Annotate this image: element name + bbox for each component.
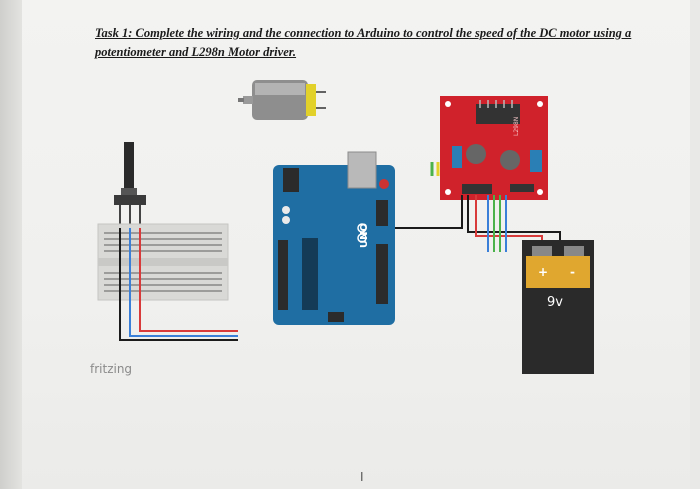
arduino-logo-group: UNO [357, 223, 370, 248]
dc-motor [238, 80, 326, 120]
fritzing-watermark: fritzing [90, 362, 133, 376]
text-cursor-icon: I [360, 470, 364, 484]
battery-minus-sign: - [570, 265, 575, 279]
driver-label: L298N [513, 117, 520, 136]
l298n-motor-driver: L298N [440, 96, 548, 200]
battery-9v: + - 9v [522, 240, 594, 374]
battery-plus-sign: + [538, 265, 548, 279]
page-edge-shadow [0, 0, 22, 489]
breadboard [97, 223, 229, 301]
arduino-uno: UNO [273, 151, 395, 325]
battery-voltage-label: 9v [547, 295, 563, 310]
task-title: Task 1: Complete the wiring and the conn… [95, 26, 632, 59]
motor-wires [430, 162, 440, 176]
pot-wires [119, 228, 238, 341]
potentiometer [114, 142, 146, 228]
